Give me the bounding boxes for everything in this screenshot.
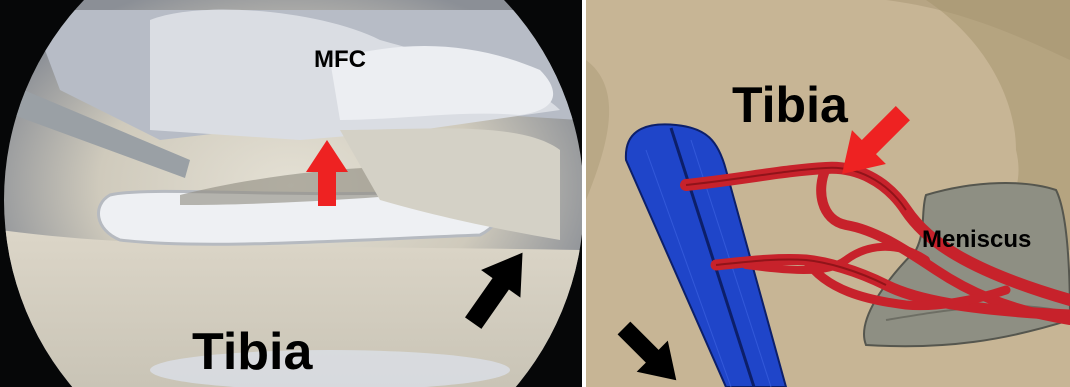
schematic-drawing bbox=[586, 0, 1070, 387]
tibia-label-left: Tibia bbox=[192, 326, 312, 378]
mfc-label: MFC bbox=[314, 48, 366, 72]
tibia-label-right: Tibia bbox=[732, 80, 848, 130]
schematic-illustration: Tibia Meniscus bbox=[586, 0, 1070, 387]
arthroscopic-view: MFC Tibia bbox=[0, 0, 582, 387]
meniscus-label: Meniscus bbox=[922, 228, 1031, 252]
